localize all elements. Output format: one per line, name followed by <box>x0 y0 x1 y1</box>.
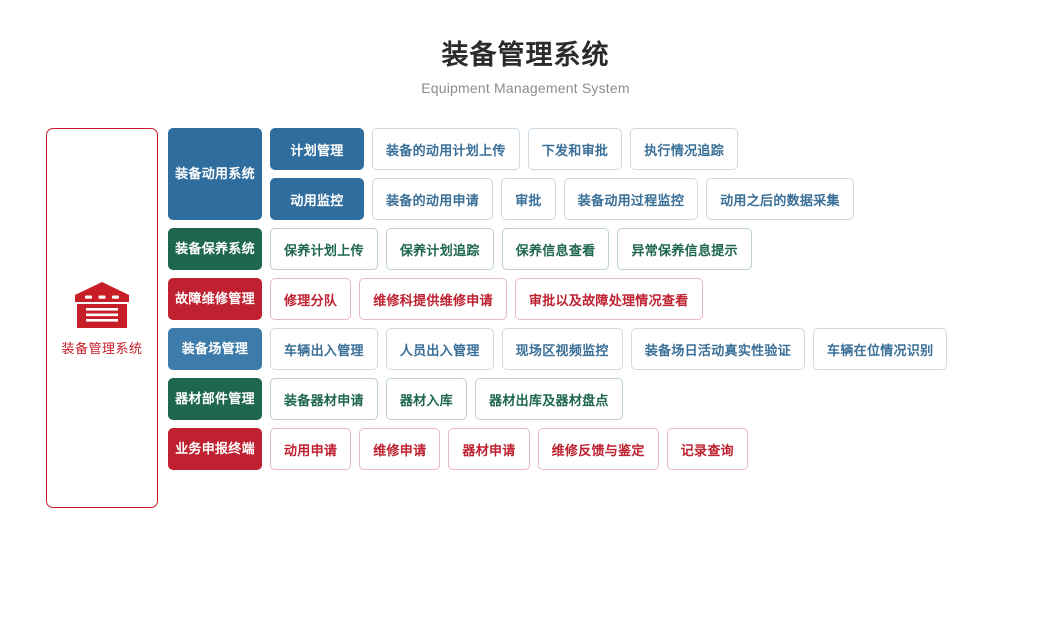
module-item[interactable]: 保养信息查看 <box>501 228 610 270</box>
warehouse-icon <box>73 280 131 330</box>
module-row: 故障维修管理 修理分队 维修科提供维修申请 审批以及故障处理情况查看 <box>168 278 947 320</box>
category-block-fault-repair[interactable]: 故障维修管理 <box>168 278 262 320</box>
sub-category-dispatch-monitoring[interactable]: 动用监控 <box>270 178 364 220</box>
category-block-parts-management[interactable]: 器材部件管理 <box>168 378 262 420</box>
module-row: 业务申报终端 动用申请 维修申请 器材申请 维修反馈与鉴定 记录查询 <box>168 428 947 470</box>
module-item[interactable]: 维修反馈与鉴定 <box>537 428 659 470</box>
module-item[interactable]: 维修申请 <box>359 428 441 470</box>
category-block-depot-management[interactable]: 装备场管理 <box>168 328 262 370</box>
page-subtitle: Equipment Management System <box>421 80 630 96</box>
system-identity-panel: 装备管理系统 <box>46 128 158 508</box>
module-item[interactable]: 装备动用过程监控 <box>563 178 699 220</box>
category-block-service-declaration-terminal[interactable]: 业务申报终端 <box>168 428 262 470</box>
module-item[interactable]: 器材出库及器材盘点 <box>475 378 623 420</box>
module-item[interactable]: 下发和审批 <box>527 128 623 170</box>
module-item[interactable]: 保养计划上传 <box>270 228 378 270</box>
module-item[interactable]: 审批以及故障处理情况查看 <box>514 278 703 320</box>
category-block-equipment-dispatch[interactable]: 装备动用系统 <box>168 128 262 220</box>
module-row: 装备场管理 车辆出入管理 人员出入管理 现场区视频监控 装备场日活动真实性验证 … <box>168 328 948 370</box>
module-subrow: 动用监控 装备的动用申请 审批 装备动用过程监控 动用之后的数据采集 <box>270 178 854 220</box>
module-grid: 装备动用系统 计划管理 装备的动用计划上传 下发和审批 执行情况追踪 动用监控 … <box>168 128 948 470</box>
sub-category-plan-management[interactable]: 计划管理 <box>270 128 364 170</box>
module-item[interactable]: 车辆在位情况识别 <box>813 328 948 370</box>
module-row: 器材部件管理 装备器材申请 器材入库 器材出库及器材盘点 <box>168 378 947 420</box>
module-row: 装备保养系统 保养计划上传 保养计划追踪 保养信息查看 异常保养信息提示 <box>168 228 947 270</box>
module-item[interactable]: 装备场日活动真实性验证 <box>630 328 806 370</box>
module-item[interactable]: 人员出入管理 <box>385 328 494 370</box>
module-item[interactable]: 动用申请 <box>270 428 352 470</box>
module-item[interactable]: 现场区视频监控 <box>501 328 623 370</box>
page-header: 装备管理系统 Equipment Management System <box>0 38 1051 97</box>
module-item[interactable]: 装备的动用申请 <box>372 178 494 220</box>
page-title: 装备管理系统 <box>441 40 610 70</box>
module-item[interactable]: 装备的动用计划上传 <box>372 128 520 170</box>
system-identity-label: 装备管理系统 <box>61 340 143 356</box>
module-item[interactable]: 器材入库 <box>385 378 468 420</box>
module-row: 装备动用系统 计划管理 装备的动用计划上传 下发和审批 执行情况追踪 动用监控 … <box>168 128 947 220</box>
module-item[interactable]: 审批 <box>501 178 556 220</box>
subgroup-container: 计划管理 装备的动用计划上传 下发和审批 执行情况追踪 动用监控 装备的动用申请… <box>270 128 854 220</box>
module-item[interactable]: 执行情况追踪 <box>630 128 739 170</box>
module-item[interactable]: 装备器材申请 <box>270 378 378 420</box>
module-item[interactable]: 记录查询 <box>666 428 748 470</box>
module-item[interactable]: 维修科提供维修申请 <box>359 278 507 320</box>
module-item[interactable]: 动用之后的数据采集 <box>706 178 854 220</box>
module-item[interactable]: 异常保养信息提示 <box>617 228 752 270</box>
module-item[interactable]: 车辆出入管理 <box>270 328 378 370</box>
module-item[interactable]: 器材申请 <box>448 428 530 470</box>
module-item[interactable]: 保养计划追踪 <box>385 228 494 270</box>
module-item[interactable]: 修理分队 <box>270 278 352 320</box>
module-subrow: 计划管理 装备的动用计划上传 下发和审批 执行情况追踪 <box>270 128 854 170</box>
category-block-maintenance-care[interactable]: 装备保养系统 <box>168 228 262 270</box>
